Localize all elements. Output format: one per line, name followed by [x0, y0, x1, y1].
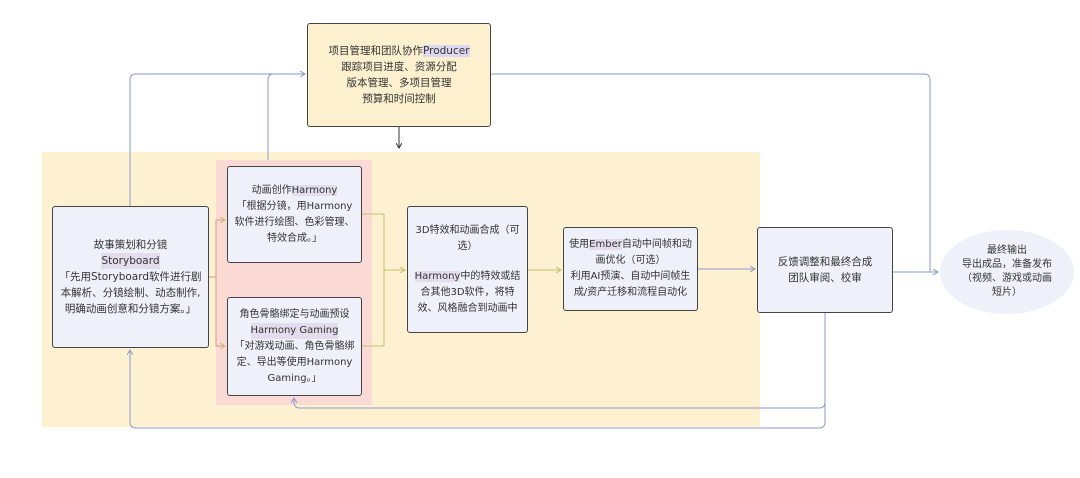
- gaming-title: 角色骨骼绑定与动画预设: [239, 308, 350, 320]
- fx3d-highlight: Harmony: [414, 270, 461, 282]
- edge-feedback-storyboard: [130, 350, 826, 429]
- fx3d-line: 效、风格融合到动画中: [417, 302, 518, 314]
- producer-line: 跟踪项目进度、资源分配: [341, 61, 457, 73]
- gaming-line: 「对游戏动画、角色骨骼绑: [234, 340, 355, 352]
- storyboard-node[interactable]: 故事策划和分镜 Storyboard 「先用Storyboard软件进行剧 本解…: [52, 206, 209, 348]
- producer-line: 预算和时间控制: [362, 93, 436, 105]
- harmony-title: 动画创作: [251, 184, 292, 196]
- producer-line: 版本管理、多项目管理: [346, 77, 452, 89]
- fx3d-node[interactable]: 3D特效和动画合成（可 选） Harmony中的特效或结 合其他3D软件，将特 …: [407, 206, 528, 333]
- storyboard-line: 明确动画创意和分镜方案。」: [64, 303, 197, 315]
- edge-group-producer: [267, 73, 275, 160]
- storyboard-name: Storyboard: [101, 253, 160, 269]
- edge-gaming-3d: [362, 270, 385, 347]
- output-line: 短片）: [992, 287, 1022, 298]
- harmony-gaming-node[interactable]: 角色骨骼绑定与动画预设 Harmony Gaming 「对游戏动画、角色骨骼绑 …: [227, 297, 362, 396]
- gaming-line: 定、导出等使用Harmony: [236, 356, 353, 368]
- feedback-node[interactable]: 反馈调整和最终合成 团队审阅、校审: [757, 227, 893, 313]
- storyboard-line: 「先用Storyboard软件进行剧: [59, 271, 202, 283]
- output-line: （视频、游戏或动画: [962, 273, 1052, 284]
- harmony-line: 特效合成。」: [267, 232, 322, 244]
- edge-storyboard-producer: [129, 74, 305, 206]
- storyboard-line: 本解析、分镜绘制、动态制作,: [60, 287, 201, 299]
- edge-producer-output: [491, 73, 938, 272]
- harmony-line: 软件进行绘图、色彩管理、: [234, 216, 355, 228]
- ember-prefix: 使用: [569, 239, 590, 250]
- output-line: 导出成品，准备发布: [962, 259, 1052, 270]
- harmony-highlight: Harmony: [291, 184, 338, 196]
- edge-storyboard-gaming: [215, 277, 225, 346]
- harmony-node[interactable]: 动画创作Harmony 「根据分镜，用Harmony 软件进行绘图、色彩管理、 …: [227, 166, 362, 263]
- storyboard-title: 故事策划和分镜: [93, 239, 168, 251]
- ember-node[interactable]: 使用Ember自动中间帧和动 画优化（可选） 利用AI预演、自动中间帧生 成/资…: [563, 227, 698, 311]
- fx3d-title: 3D特效和动画合成（可: [415, 224, 520, 236]
- output-node[interactable]: 最终输出 导出成品，准备发布 （视频、游戏或动画 短片）: [940, 230, 1074, 314]
- edge-feedback-gaming: [294, 313, 826, 409]
- edge-harmony-3d: [362, 213, 405, 270]
- ember-suffix: 自动中间帧和动: [621, 239, 692, 250]
- fx3d-title: 选）: [457, 240, 478, 252]
- producer-highlight: Producer: [422, 45, 470, 57]
- feedback-title: 反馈调整和最终合成: [777, 256, 873, 268]
- harmony-line: 「根据分镜，用Harmony: [236, 200, 353, 212]
- producer-title: 项目管理和团队协作: [328, 45, 423, 57]
- gaming-line: Gaming。」: [267, 372, 322, 384]
- producer-node[interactable]: 项目管理和团队协作Producer 跟踪项目进度、资源分配 版本管理、多项目管理…: [307, 23, 491, 127]
- gaming-name: Harmony Gaming: [250, 322, 339, 339]
- edge-storyboard-harmony: [209, 220, 225, 278]
- feedback-line: 团队审阅、校审: [788, 272, 862, 284]
- output-title: 最终输出: [987, 245, 1027, 256]
- ember-line: 画优化（可选）: [595, 255, 666, 266]
- ember-line: 成/资产迁移和流程自动化: [573, 287, 688, 298]
- fx3d-line: 中的特效或结: [460, 270, 521, 282]
- ember-highlight: Ember: [589, 239, 622, 250]
- ember-line: 利用AI预演、自动中间帧生: [570, 271, 691, 282]
- fx3d-line: 合其他3D软件，将特: [420, 286, 515, 298]
